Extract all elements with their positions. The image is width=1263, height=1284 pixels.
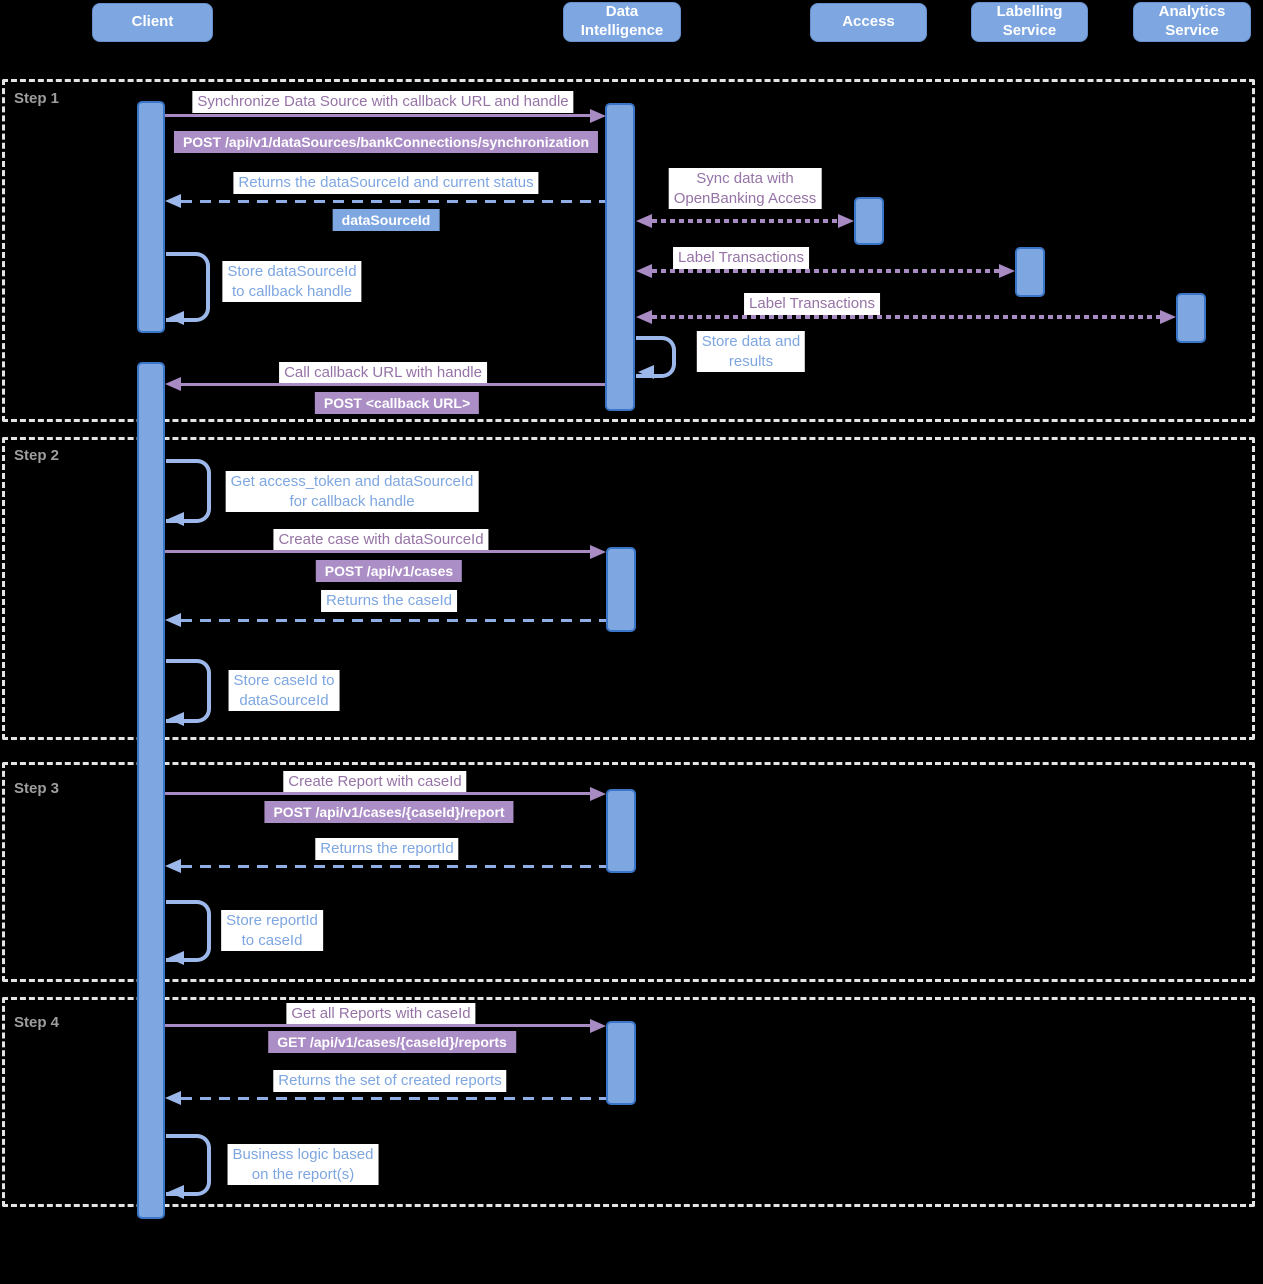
s2-selfloop1-arrowhead-icon [168,512,184,526]
s3-selfloop-arrowhead-icon [168,951,184,965]
s2-return-arrowhead-icon [165,613,181,627]
s1-openbanking-arrow [652,219,838,223]
s4-get-reports-arrow [165,1024,590,1027]
actor-client: Client [92,3,213,42]
s1-sync-datasource-arrow [165,114,593,117]
s3-return-arrow [181,865,606,868]
step2-frame [2,437,1255,740]
s1-analytics-left-arrowhead-icon [636,310,652,324]
s4-business-logic-label: Business logic based on the report(s) [227,1144,379,1185]
s2-return-arrow [181,619,606,622]
s1-returns-datasourceid-label: Returns the dataSourceId and current sta… [233,172,539,194]
activation-data-intelligence-4 [606,1021,636,1105]
activation-labelling-service [1015,247,1045,297]
s4-return-arrow [181,1097,606,1100]
s3-create-report-arrow [165,792,590,795]
s4-get-reports-endpoint-badge: GET /api/v1/cases/{caseId}/reports [268,1031,516,1054]
s3-create-report-arrowhead-icon [590,787,606,801]
actor-analytics-service-label: Analytics Service [1158,3,1226,39]
s1-di-selfloop-arrowhead-icon [638,365,654,379]
s1-datasourceid-chip: dataSourceId [332,209,440,232]
s4-returns-reports-label: Returns the set of created reports [273,1070,507,1092]
actor-access-label: Access [842,13,895,31]
s2-client-selfloop-1 [166,459,211,523]
step1-frame [2,79,1255,422]
s3-return-arrowhead-icon [165,859,181,873]
s2-create-case-label: Create case with dataSourceId [273,529,489,551]
activation-access [854,197,884,245]
s4-get-reports-arrowhead-icon [590,1019,606,1033]
actor-client-label: Client [131,13,174,31]
actor-labelling-service: Labelling Service [971,2,1088,42]
s3-create-report-label: Create Report with caseId [283,771,467,793]
s4-return-arrowhead-icon [165,1091,181,1105]
step1-label: Step 1 [14,90,60,107]
s3-create-report-endpoint-badge: POST /api/v1/cases/{caseId}/report [264,801,514,824]
s3-store-reportid-label: Store reportId to caseId [221,910,323,951]
s1-sync-datasource-label: Synchronize Data Source with callback UR… [192,91,574,113]
s1-return-arrowhead-icon [165,194,181,208]
actor-access: Access [810,3,927,42]
actor-analytics-service: Analytics Service [1133,2,1251,42]
s2-returns-caseid-label: Returns the caseId [321,590,457,612]
step3-label: Step 3 [14,780,60,797]
s2-get-access-token-label: Get access_token and dataSourceId for ca… [225,471,479,512]
step3-frame [2,762,1255,982]
s1-store-datasourceid-label: Store dataSourceId to callback handle [222,261,362,302]
s3-returns-reportid-label: Returns the reportId [315,838,459,860]
s3-client-selfloop [166,900,211,962]
s1-openbanking-left-arrowhead-icon [636,214,652,228]
s1-sync-datasource-arrowhead-icon [590,109,606,123]
s1-callback-arrowhead-icon [165,377,181,391]
s4-selfloop-arrowhead-icon [168,1185,184,1199]
s2-create-case-arrowhead-icon [590,545,606,559]
s2-create-case-arrow [165,550,590,553]
activation-client-2 [137,362,165,1219]
s2-selfloop2-arrowhead-icon [168,712,184,726]
activation-client-1 [137,101,165,333]
s1-return-arrow [181,200,605,203]
step4-frame [2,997,1255,1207]
s1-callback-endpoint-badge: POST <callback URL> [314,392,480,415]
s1-callback-arrow [181,383,605,386]
s2-create-case-endpoint-badge: POST /api/v1/cases [315,560,463,583]
s2-store-caseid-label: Store caseId to dataSourceId [228,670,340,711]
activation-data-intelligence-1 [605,103,635,411]
activation-data-intelligence-3 [606,789,636,873]
activation-analytics-service [1176,293,1206,343]
s1-label-transactions-2-label: Label Transactions [744,293,880,315]
step4-label: Step 4 [14,1014,60,1031]
actor-data-intelligence-label: Data Intelligence [580,3,664,39]
s1-labelling-left-arrowhead-icon [636,264,652,278]
actor-data-intelligence: Data Intelligence [563,2,681,42]
s1-sync-openbanking-label: Sync data with OpenBanking Access [668,168,822,209]
s1-labelling-right-arrowhead-icon [999,264,1015,278]
step2-label: Step 2 [14,447,60,464]
s1-client-selfloop-arrowhead-icon [168,311,184,325]
s1-sync-datasource-endpoint-badge: POST /api/v1/dataSources/bankConnections… [173,131,599,154]
s1-openbanking-right-arrowhead-icon [838,214,854,228]
activation-data-intelligence-2 [606,547,636,632]
s1-analytics-right-arrowhead-icon [1160,310,1176,324]
s1-analytics-arrow [652,315,1160,319]
s1-labelling-arrow [652,269,999,273]
s4-client-selfloop [166,1134,211,1196]
actor-labelling-service-label: Labelling Service [996,3,1063,39]
s1-callback-label: Call callback URL with handle [279,362,487,384]
s2-client-selfloop-2 [166,659,211,723]
s1-di-selfloop [636,336,676,378]
s4-get-reports-label: Get all Reports with caseId [286,1003,476,1025]
s1-label-transactions-1-label: Label Transactions [673,247,809,269]
s1-client-selfloop [166,252,210,322]
s1-store-data-results-label: Store data and results [696,331,806,372]
